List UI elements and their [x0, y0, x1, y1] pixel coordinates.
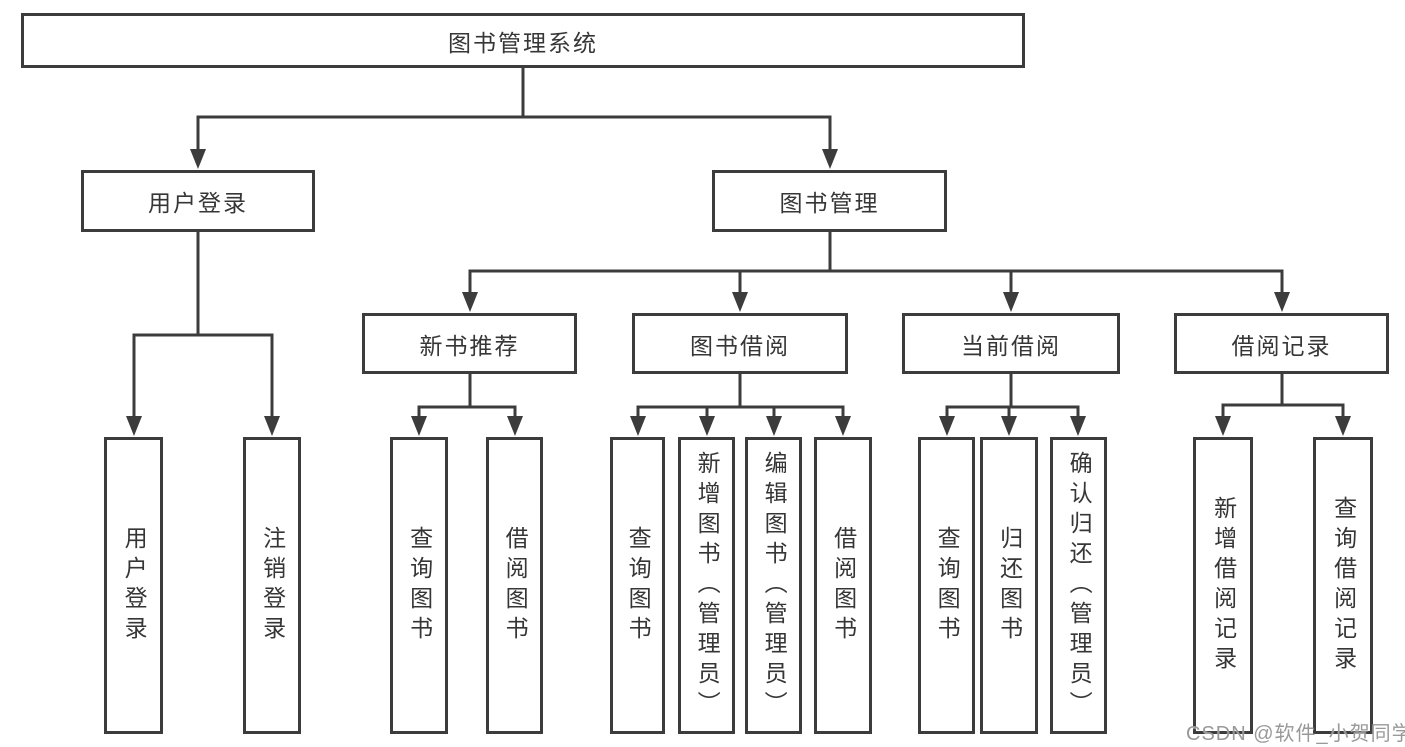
- leaf-user-login: 用户登录: [104, 437, 163, 734]
- node-label: 借阅图书: [502, 525, 529, 646]
- leaf-borrow-books-recommend: 借阅图书: [486, 437, 543, 734]
- node-library-system: 图书管理系统: [21, 13, 1025, 68]
- node-new-book-recommend: 新书推荐: [362, 313, 577, 374]
- leaf-query-books-current: 查询图书: [918, 437, 975, 734]
- node-label: 查询图书: [625, 525, 652, 646]
- node-user-login: 用户登录: [81, 170, 315, 232]
- node-label: 确认归还（管理员）: [1066, 450, 1093, 721]
- node-label: 借阅记录: [1231, 332, 1332, 359]
- node-label: 图书借阅: [690, 332, 790, 359]
- node-label: 新增借阅记录: [1210, 495, 1237, 676]
- node-label: 查询图书: [406, 525, 433, 646]
- node-label: 当前借阅: [961, 332, 1061, 359]
- leaf-query-borrow-record: 查询借阅记录: [1313, 437, 1373, 734]
- node-label: 用户登录: [121, 525, 148, 646]
- leaf-confirm-return-admin: 确认归还（管理员）: [1050, 437, 1107, 734]
- node-label: 查询借阅记录: [1330, 495, 1357, 676]
- node-label: 借阅图书: [830, 525, 857, 646]
- node-label: 图书管理: [779, 190, 880, 216]
- leaf-edit-books-admin: 编辑图书（管理员）: [745, 437, 802, 734]
- node-label: 编辑图书（管理员）: [761, 450, 788, 721]
- leaf-query-books-borrowing: 查询图书: [610, 437, 665, 734]
- leaf-borrow-books-borrowing: 借阅图书: [814, 437, 872, 734]
- leaf-add-books-admin: 新增图书（管理员）: [678, 437, 735, 734]
- node-book-management: 图书管理: [712, 170, 947, 232]
- node-label: 注销登录: [259, 525, 286, 646]
- node-borrowing-records: 借阅记录: [1174, 313, 1389, 374]
- leaf-logout: 注销登录: [243, 437, 301, 734]
- node-label: 查询图书: [934, 525, 961, 646]
- node-label: 新增图书（管理员）: [694, 450, 721, 721]
- leaf-query-books-recommend: 查询图书: [390, 437, 448, 734]
- leaf-add-borrow-record: 新增借阅记录: [1193, 437, 1253, 734]
- node-book-borrowing: 图书借阅: [632, 313, 848, 374]
- csdn-watermark: CSDN @软件_小贺同学: [1186, 723, 1405, 745]
- node-label: 图书管理系统: [448, 29, 598, 56]
- node-label: 用户登录: [148, 190, 248, 216]
- node-current-borrowing: 当前借阅: [902, 313, 1120, 374]
- node-label: 归还图书: [996, 525, 1023, 646]
- node-label: 新书推荐: [419, 332, 520, 359]
- leaf-return-books: 归还图书: [980, 437, 1038, 734]
